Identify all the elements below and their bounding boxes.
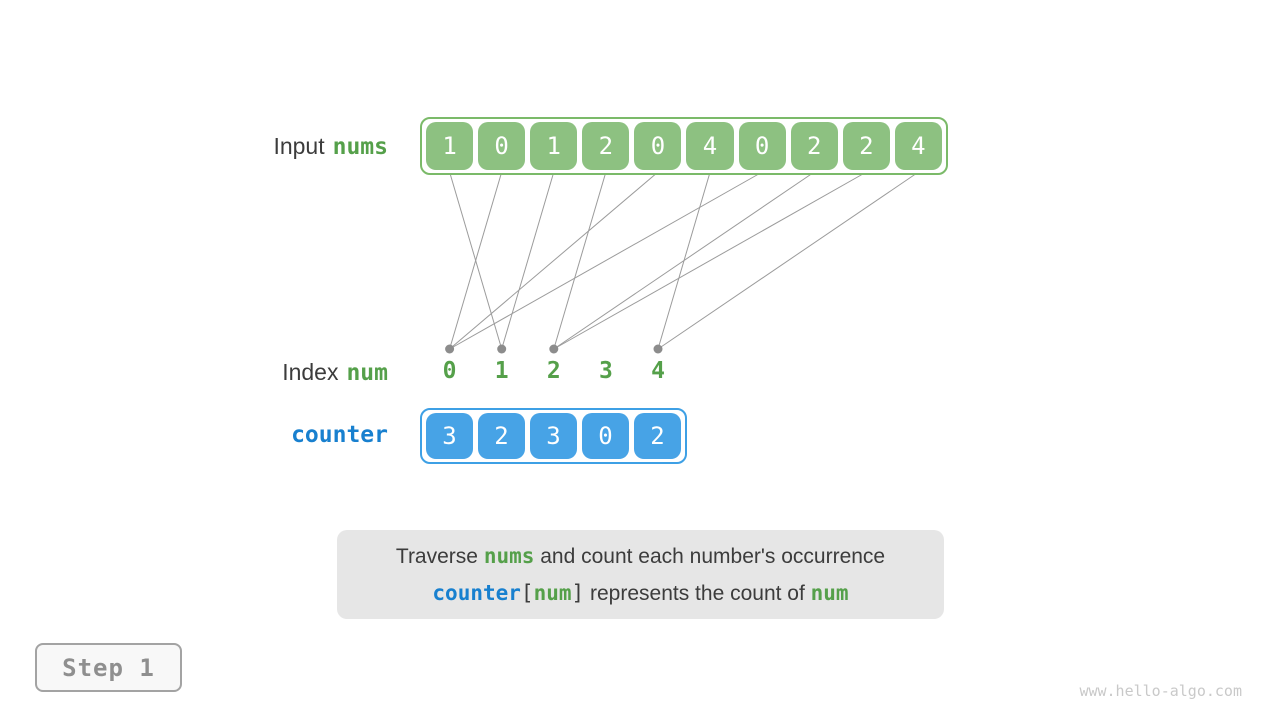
counter-cell-0: 3 [426,413,473,459]
caption-segment-0: Traverse [395,544,484,568]
connection-line-0 [449,171,503,350]
nums-cell-8: 2 [842,122,890,170]
nums-cell-3: 2 [582,122,630,170]
index-dot-4 [653,344,663,354]
index-label-0: 0 [442,358,457,384]
connection-line-1 [449,171,503,350]
caption-segment-1: [ [520,580,534,605]
caption-line-2: counter[num] represents the count of num [432,575,848,612]
input-label-text: Input [273,133,325,159]
index-dot-1 [497,344,507,354]
connection-line-5 [657,171,711,350]
nums-cell-0: 1 [426,122,474,170]
nums-cell-6: 0 [738,122,786,170]
index-dot-2 [549,344,559,354]
caption-segment-2: and count each number's occurrence [534,544,886,568]
connection-line-3 [553,171,607,350]
num-variable-label: num [346,360,388,386]
counter-cell-3: 0 [582,413,629,459]
connection-line-9 [657,171,919,350]
nums-cell-1: 0 [478,122,526,170]
counter-row-label: counter [291,422,388,448]
nums-cell-4: 0 [634,122,682,170]
index-label-4: 4 [651,358,665,384]
index-label-1: 1 [494,358,509,384]
caption-segment-2: num [533,580,572,605]
nums-cell-9: 4 [894,122,942,170]
nums-cell-5: 4 [686,122,734,170]
caption-segment-5: num [810,580,849,605]
nums-variable-label: nums [332,134,388,160]
index-label-text: Index [282,359,339,385]
connection-line-2 [501,171,555,350]
caption-segment-1: nums [483,543,535,568]
counter-cell-4: 2 [634,413,681,459]
nums-cell-7: 2 [790,122,838,170]
counter-cell-2: 3 [530,413,577,459]
connection-line-8 [553,171,867,350]
index-label-3: 3 [598,358,613,384]
input-row-label: Input nums [100,133,388,160]
caption-segment-3: ] [571,580,585,605]
watermark: www.hello-algo.com [1079,682,1242,700]
caption-segment-4: represents the count of [584,581,811,605]
caption-segment-0: counter [432,580,521,605]
index-dot-0 [445,344,455,354]
index-label-2: 2 [546,358,561,384]
nums-cell-2: 1 [530,122,578,170]
connection-line-7 [553,171,815,350]
connection-line-6 [449,171,763,350]
step-badge: Step 1 [35,643,182,692]
caption-line-1: Traverse nums and count each number's oc… [396,538,885,575]
caption-box: Traverse nums and count each number's oc… [337,530,944,619]
index-row-label: Index num [100,359,388,386]
connection-line-4 [449,171,659,350]
counter-cell-1: 2 [478,413,525,459]
